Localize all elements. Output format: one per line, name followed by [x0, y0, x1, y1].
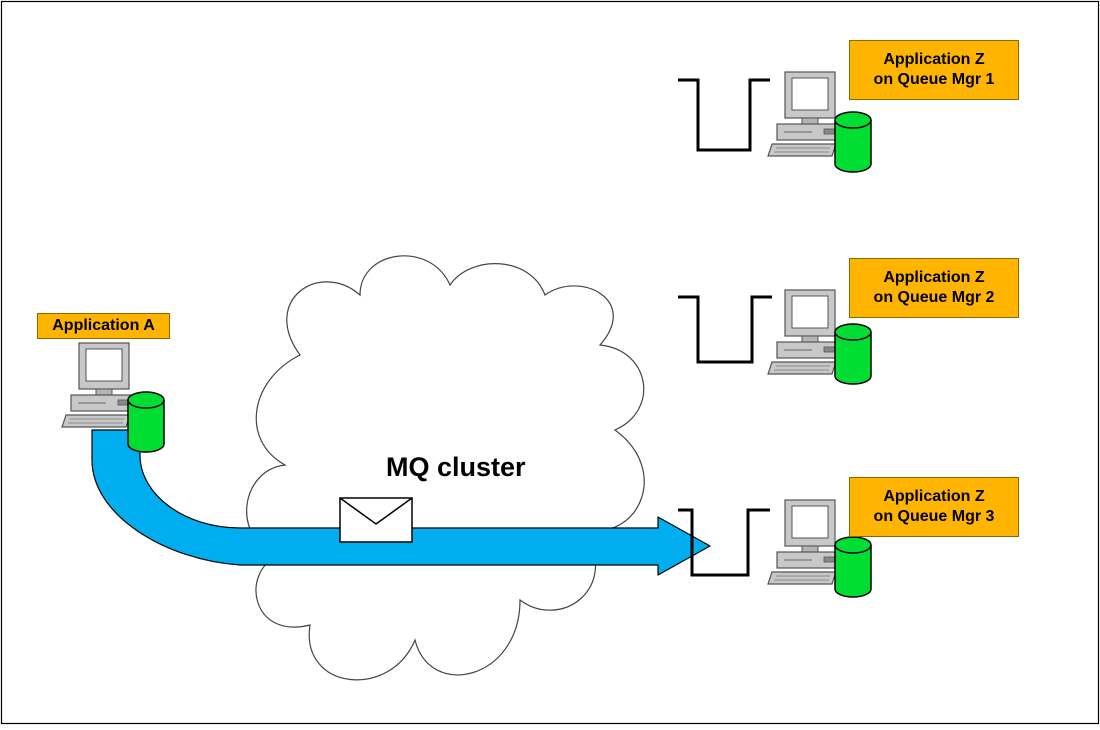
queue-mgr-2-database-icon: [834, 323, 872, 385]
queue-mgr-3-database-icon: [834, 536, 872, 598]
queue-mgr-1-label-line1: Application Z: [883, 51, 985, 68]
queue-1-symbol: [678, 78, 770, 152]
queue-mgr-2-computer-icon: [767, 289, 844, 375]
queue-mgr-1-label-line2: on Queue Mgr 1: [873, 71, 995, 88]
queue-mgr-1-computer-icon: [767, 71, 844, 157]
message-flow-arrow: [91, 429, 711, 576]
application-a-label-text: Application A: [52, 317, 155, 334]
queue-mgr-2-label-line1: Application Z: [883, 269, 985, 286]
queue-mgr-3-label-line1: Application Z: [883, 488, 985, 505]
queue-mgr-3-computer-icon: [767, 499, 844, 585]
queue-mgr-1-database-icon: [834, 111, 872, 173]
queue-3-symbol: [678, 508, 770, 577]
mq-cluster-label: MQ cluster: [386, 452, 526, 482]
queue-mgr-2-label: Application Z on Queue Mgr 2: [849, 258, 1019, 318]
queue-mgr-3-label: Application Z on Queue Mgr 3: [849, 477, 1019, 537]
queue-mgr-2-label-line2: on Queue Mgr 2: [873, 289, 995, 306]
envelope-icon: [339, 497, 413, 543]
application-a-database-icon: [127, 391, 165, 453]
queue-mgr-1-label: Application Z on Queue Mgr 1: [849, 40, 1019, 100]
application-a-computer-icon: [61, 342, 138, 428]
application-a-label: Application A: [37, 313, 170, 339]
queue-2-symbol: [678, 295, 772, 364]
queue-mgr-3-label-line2: on Queue Mgr 3: [873, 508, 995, 525]
